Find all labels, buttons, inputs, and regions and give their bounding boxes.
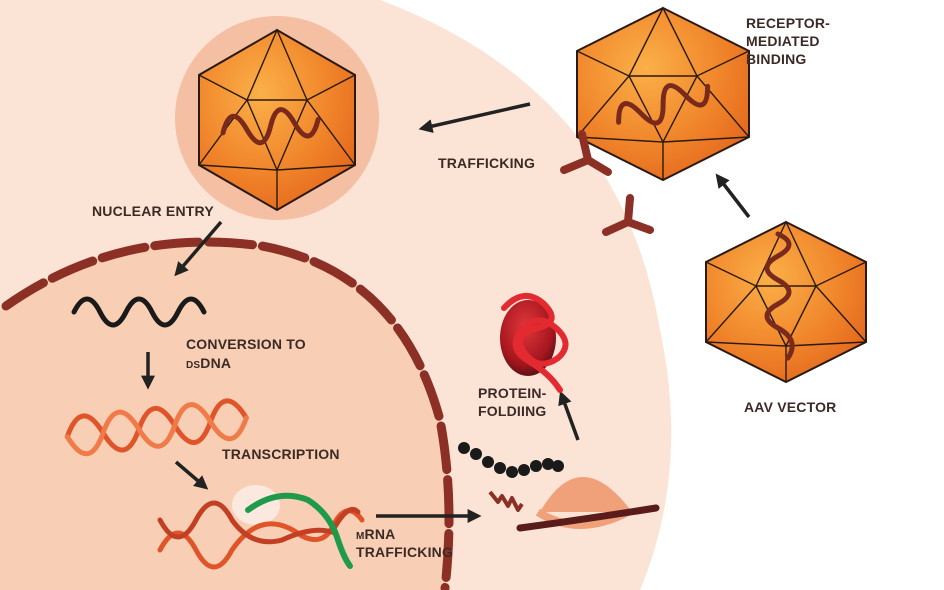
receptor-2 (602, 194, 654, 236)
label-mrna-suffix: RNA (365, 526, 396, 542)
label-protein-folding-1: PROTEIN- (478, 385, 547, 401)
mrna-strand (245, 492, 353, 569)
label-transcription: TRANSCRIPTION (222, 446, 340, 462)
label-conversion-1: CONVERSION TO (186, 336, 306, 352)
aav-capsid-vector (705, 220, 867, 384)
aav-capsid-bound (576, 6, 750, 182)
mrna-cap (488, 490, 524, 512)
label-aav-vector: AAV VECTOR (744, 399, 837, 415)
label-protein-folding-2: FOLDIING (478, 403, 546, 419)
nucleus (0, 237, 454, 590)
arrows (141, 102, 751, 523)
mrna-cytoplasm (516, 504, 660, 532)
label-nuclear-entry: NUCLEAR ENTRY (92, 203, 214, 219)
arrow-transcription (174, 460, 209, 490)
folded-protein (500, 293, 569, 393)
label-mrna-prefix: M (356, 531, 365, 542)
label-mrna-1: MRNA (356, 526, 395, 542)
nuclear-envelope (1, 237, 454, 590)
dsdna-helix (64, 398, 249, 457)
label-mrna-2: TRAFFICKING (356, 544, 453, 560)
label-receptor-binding-3: BINDING (746, 51, 807, 67)
label-conversion-prefix: DS (186, 360, 200, 371)
transcription-complex (157, 485, 365, 570)
aav-capsid-internalized (198, 28, 356, 212)
ribosome (488, 477, 660, 532)
label-receptor-binding-2: MEDIATED (746, 33, 820, 49)
label-conversion-2: DSDNA (186, 355, 231, 371)
receptor-1 (560, 130, 612, 176)
arrow-nuclear-entry (174, 220, 223, 277)
arrow-trafficking (418, 102, 531, 133)
arrow-binding (715, 173, 751, 219)
label-trafficking: TRAFFICKING (438, 155, 535, 171)
arrow-folding (558, 390, 580, 441)
ssdna (71, 296, 207, 328)
polypeptide-chain (458, 442, 564, 478)
label-conversion-suffix: DNA (200, 355, 231, 371)
label-receptor-binding-1: RECEPTOR- (746, 15, 830, 31)
